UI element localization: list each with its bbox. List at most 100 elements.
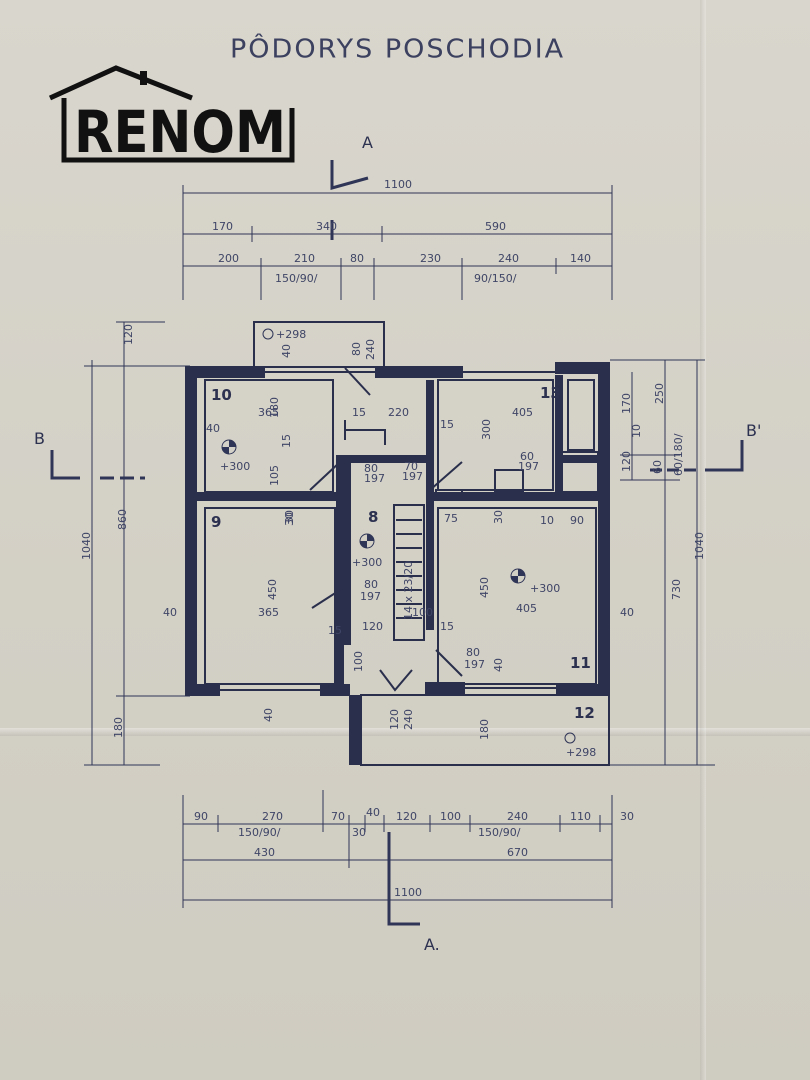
top-dim-row3-3: 230 (420, 252, 441, 265)
int-dim-3: 15 (352, 406, 366, 419)
top-dim-row2-0: 170 (212, 220, 233, 233)
int-dim-28: 450 (478, 577, 491, 598)
right-dim-4: 60 (651, 460, 664, 474)
house-roof-icon (48, 65, 295, 163)
left-dim-1: 860 (116, 509, 129, 530)
right-dim-8: 40 (620, 606, 634, 619)
bottom-dim-window-b: 150/90/ (478, 826, 521, 839)
top-dim-row3-1: 210 (294, 252, 315, 265)
int-dim-18: 60 (520, 450, 534, 463)
level-room-12: +298 (566, 746, 596, 759)
bottom-dim-3: 40 (366, 806, 380, 819)
bottom-dim-row2-0: 430 (254, 846, 275, 859)
bottom-dim-thirty: 30 (352, 826, 366, 839)
int-dim-26: 10 (540, 514, 554, 527)
right-dim-6: 1040 (693, 532, 706, 560)
level-room-11: +300 (530, 582, 560, 595)
right-dim-1: 170 (620, 393, 633, 414)
int-dim-15: 405 (512, 406, 533, 419)
bottom-dim-overall: 1100 (394, 886, 422, 899)
section-b-left-label: B (34, 429, 45, 448)
int-dim-27: 90 (570, 514, 584, 527)
bottom-dim-row2-1: 670 (507, 846, 528, 859)
int-dim-6: 105 (268, 465, 281, 486)
renom-logo: RENOM (48, 65, 295, 166)
int-dim-10: 70 (404, 460, 418, 473)
int-dim-14: 40 (280, 344, 293, 358)
right-dim-2: 10 (630, 424, 643, 438)
int-dim-39: 120 (388, 709, 401, 730)
int-dim-5: 15 (280, 434, 293, 448)
room-label-9: 9 (211, 513, 221, 531)
int-dim-25: 197 (360, 590, 381, 603)
logo-text: RENOM (74, 98, 286, 166)
int-dim-20: 450 (266, 579, 279, 600)
int-dim-13: 240 (364, 339, 377, 360)
level-markers (221, 328, 576, 744)
level-balcony: +298 (276, 328, 306, 341)
stair-spec: 14 x 23/20 (402, 561, 415, 620)
left-dim-3: 180 (112, 717, 125, 738)
right-dim-5: 60/180/ (672, 433, 685, 476)
bottom-dim-4: 120 (396, 810, 417, 823)
walls (185, 362, 610, 765)
int-dim-31: 75 (444, 512, 458, 525)
level-room-8: +300 (352, 556, 382, 569)
int-dim-0: 365 (258, 406, 279, 419)
int-dim-40: 240 (402, 709, 415, 730)
int-dim-29: 405 (516, 602, 537, 615)
top-dim-row3-2: 80 (350, 252, 364, 265)
int-dim-9: 197 (364, 472, 385, 485)
section-marker-a (330, 160, 420, 926)
room-label-13: 13 (540, 384, 561, 402)
bottom-dim-6: 240 (507, 810, 528, 823)
int-dim-33: 120 (362, 620, 383, 633)
int-dim-24: 80 (364, 578, 378, 591)
bottom-dim-5: 100 (440, 810, 461, 823)
bottom-dim-1: 270 (262, 810, 283, 823)
right-dim-0: 250 (653, 383, 666, 404)
section-a-bottom-label: A. (424, 935, 440, 954)
int-dim-41: 180 (478, 719, 491, 740)
int-dim-4: 40 (206, 422, 220, 435)
room-label-12: 12 (574, 704, 595, 722)
int-dim-8: 80 (364, 462, 378, 475)
top-dim-overall: 1100 (384, 178, 412, 191)
top-dim-row2-2: 590 (485, 220, 506, 233)
right-dim-7: 730 (670, 579, 683, 600)
plan-title: PÔDORYS POSCHODIA (230, 34, 566, 65)
top-dim-row2-1: 340 (316, 220, 337, 233)
int-dim-30: 30 (492, 510, 505, 524)
top-dim-window-a: 150/90/ (275, 272, 318, 285)
top-dim-window-b: 90/150/ (474, 272, 517, 285)
int-dim-7: 30 (283, 510, 296, 524)
int-dim-22: 30 (283, 512, 296, 526)
int-dim-38: 40 (492, 658, 505, 672)
section-a-top-label: A (362, 133, 373, 152)
int-dim-34: 100 (412, 606, 433, 619)
top-dim-row3-4: 240 (498, 252, 519, 265)
int-dim-42: 40 (262, 708, 275, 722)
int-dim-19: 197 (518, 460, 539, 473)
bottom-dim-window-a: 150/90/ (238, 826, 281, 839)
bottom-dim-8: 30 (620, 810, 634, 823)
int-dim-11: 197 (402, 470, 423, 483)
level-room-10: +300 (220, 460, 250, 473)
int-dim-37: 197 (464, 658, 485, 671)
int-dim-23: 15 (328, 624, 342, 637)
left-dim-0: 120 (122, 324, 135, 345)
int-dim-12: 80 (350, 342, 363, 356)
paper-fold-horizontal (0, 728, 810, 736)
section-b-right-label: B' (746, 421, 761, 440)
bottom-dim-2: 70 (331, 810, 345, 823)
right-dim-3: 120 (620, 451, 633, 472)
top-dim-row3-5: 140 (570, 252, 591, 265)
room-label-11: 11 (570, 654, 591, 672)
int-dim-17: 15 (440, 418, 454, 431)
int-dim-1: 180 (268, 397, 281, 418)
room-label-10: 10 (211, 386, 232, 404)
int-dim-2: 220 (388, 406, 409, 419)
bottom-dim-7: 110 (570, 810, 591, 823)
